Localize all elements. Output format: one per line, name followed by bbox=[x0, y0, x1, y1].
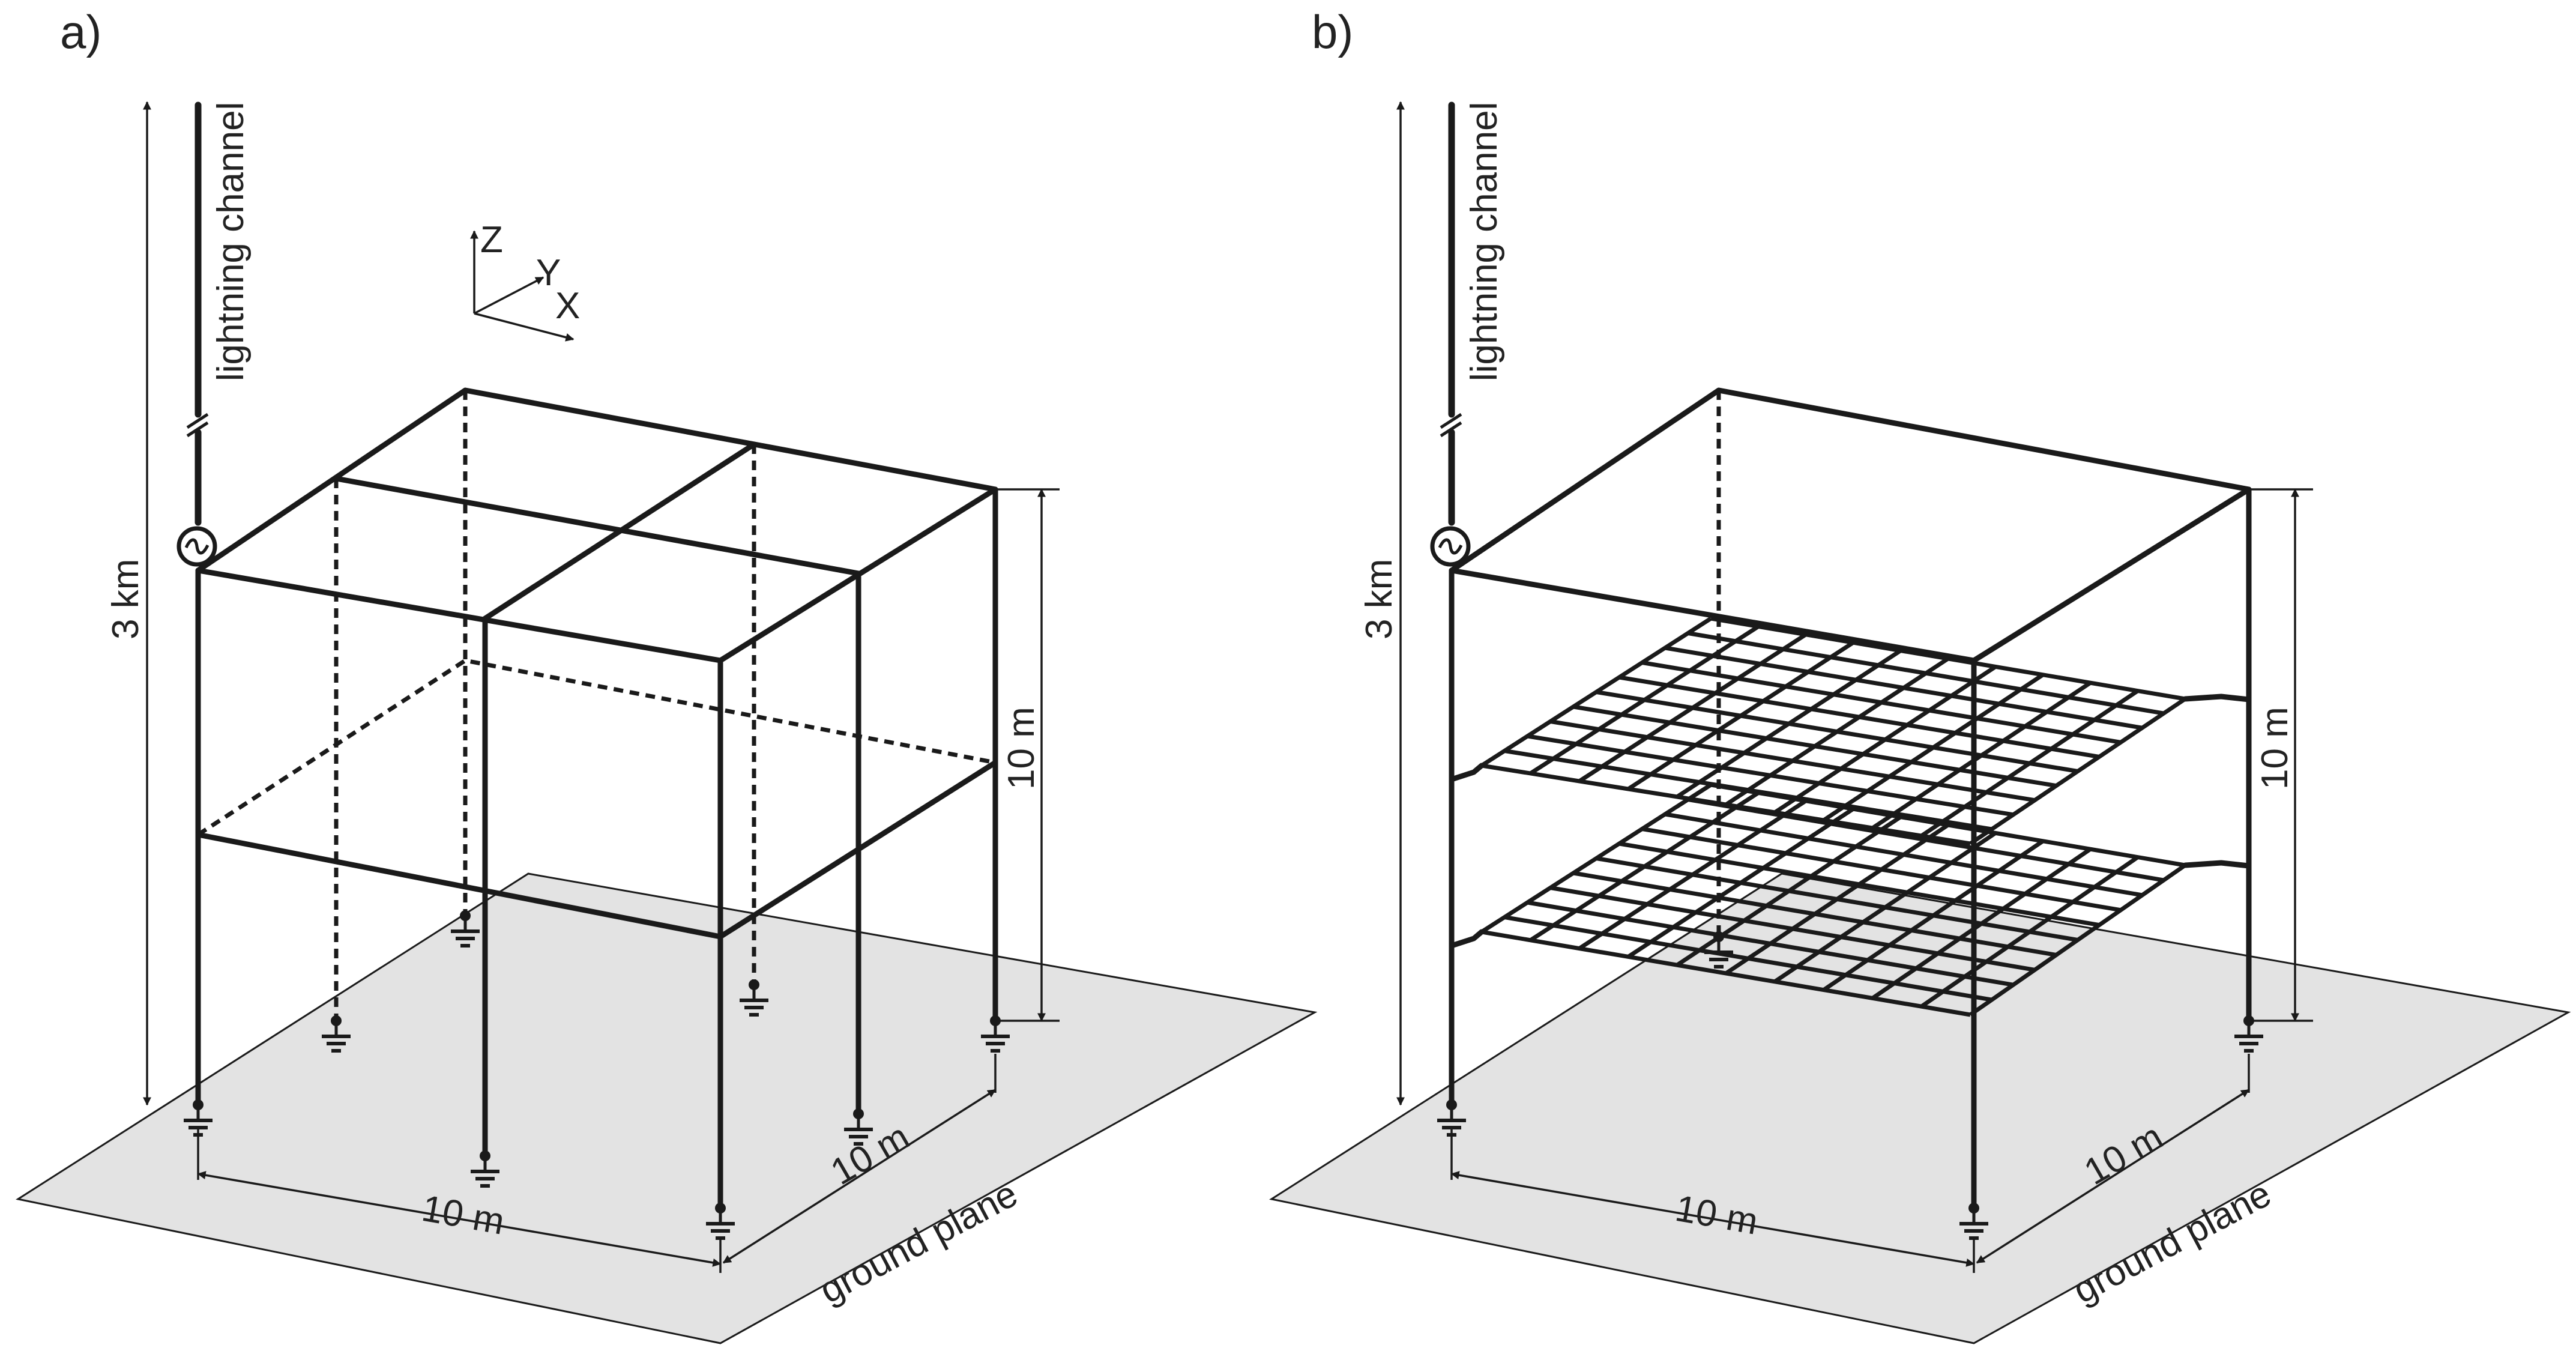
width-y-arrow bbox=[1976, 1089, 2250, 1264]
column-height-label: 10 m bbox=[2254, 707, 2296, 790]
break-mark bbox=[1440, 413, 1462, 429]
break-mark bbox=[186, 421, 209, 438]
mesh-line bbox=[1618, 675, 2100, 759]
mesh-line bbox=[1688, 631, 2164, 716]
roof-beam-y bbox=[482, 441, 757, 621]
mesh-connector-right bbox=[2182, 694, 2252, 703]
panel-a: a) ground plane lightning channel bbox=[16, 5, 1318, 1344]
axis-z-label: Z bbox=[480, 219, 503, 261]
mesh-line bbox=[1871, 681, 2092, 830]
mid-floor-back bbox=[197, 658, 996, 836]
ground-plane bbox=[16, 872, 1318, 1344]
roof-beam-x bbox=[333, 476, 861, 576]
break-mark bbox=[186, 413, 209, 429]
mesh-line bbox=[1969, 863, 2186, 1017]
grounding-mesh-upper bbox=[1480, 616, 2186, 846]
panel-label: b) bbox=[1312, 5, 1353, 58]
mesh-line bbox=[1710, 782, 2186, 868]
mesh-connector-left bbox=[1449, 763, 1485, 782]
mesh-line bbox=[1773, 665, 1997, 814]
mesh-line bbox=[1822, 839, 2044, 992]
panel-label: a) bbox=[60, 5, 101, 58]
lightning-channel-label: lightning channel bbox=[1464, 102, 1505, 381]
mesh-line bbox=[1773, 831, 1997, 984]
height-label: 3 km bbox=[105, 559, 146, 639]
axis-x-label: X bbox=[555, 285, 580, 327]
roof-frame bbox=[1449, 387, 2252, 663]
break-mark bbox=[1440, 421, 1462, 438]
mesh-connector-left bbox=[1449, 929, 1485, 949]
axes-indicator: Z Y X bbox=[470, 219, 580, 342]
mesh-line bbox=[1665, 812, 2143, 898]
mesh-line bbox=[1641, 827, 2122, 913]
mesh-line bbox=[1920, 689, 2139, 838]
mesh-line bbox=[1822, 672, 2044, 822]
mesh-line bbox=[1665, 645, 2143, 730]
mesh-line bbox=[1618, 841, 2100, 928]
mesh-line bbox=[1920, 855, 2139, 1009]
mesh-line bbox=[1641, 660, 2122, 745]
lightning-channel-label: lightning channel bbox=[210, 102, 252, 381]
mesh-line bbox=[1969, 697, 2186, 845]
ground-plane bbox=[1269, 872, 2571, 1344]
height-label: 3 km bbox=[1359, 559, 1400, 639]
mid-floor-front bbox=[195, 760, 998, 940]
column-height-label: 10 m bbox=[1001, 707, 1042, 790]
panel-b: b) ground plane lightning channel bbox=[1269, 5, 2571, 1344]
width-x-arrow bbox=[197, 1171, 722, 1267]
mesh-line bbox=[1725, 657, 1949, 806]
current-source-icon bbox=[1430, 526, 1471, 567]
axis-y-label: Y bbox=[536, 252, 561, 294]
grounding-mesh-lower bbox=[1480, 782, 2186, 1017]
current-source-icon bbox=[176, 526, 217, 567]
mesh-connector-right bbox=[2182, 860, 2252, 869]
width-x-arrow bbox=[1450, 1171, 1975, 1267]
mesh-line bbox=[1725, 823, 1949, 975]
mesh-line bbox=[1871, 847, 2092, 1000]
width-y-arrow bbox=[722, 1089, 997, 1264]
mesh-line bbox=[1688, 797, 2164, 883]
